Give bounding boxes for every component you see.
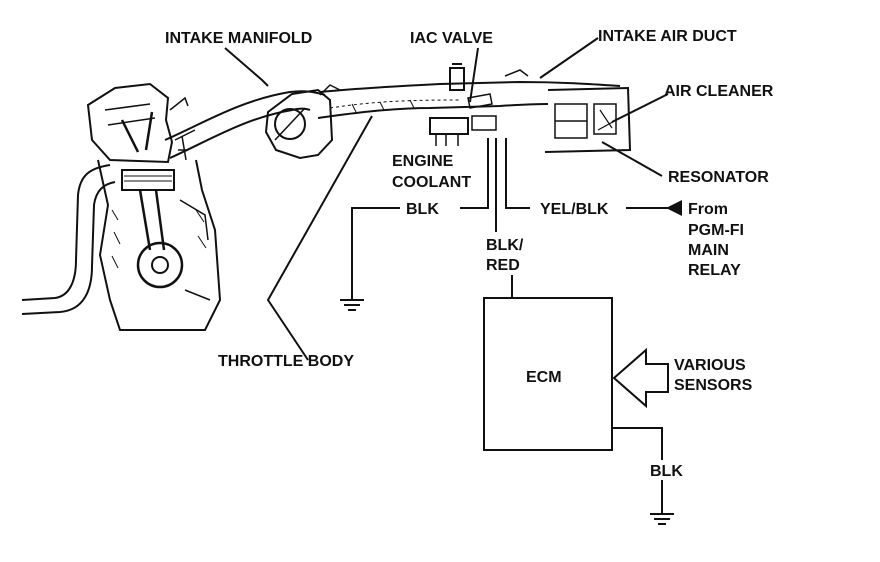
label-resonator: RESONATOR (668, 169, 769, 186)
ecm-box (483, 297, 613, 451)
ground-symbol-left (340, 299, 364, 311)
label-throttle-body: THROTTLE BODY (218, 353, 354, 370)
label-various-2: SENSORS (674, 377, 753, 394)
label-from-4: RELAY (688, 262, 741, 279)
various-sensors-arrow (612, 347, 669, 409)
ground-symbol-bottom (650, 513, 674, 525)
throttle-body-drawing (264, 84, 341, 160)
exhaust-pipe (21, 164, 116, 315)
relay-connector-arrow (666, 200, 682, 216)
label-wire-yel-blk: YEL/BLK (540, 201, 609, 218)
label-engine-coolant-1: ENGINE (392, 153, 454, 170)
leader-lines (224, 37, 669, 361)
intake-air-duct-drawing (317, 63, 621, 146)
label-from-1: From (688, 201, 728, 218)
label-ecm: ECM (526, 369, 562, 386)
label-engine-coolant-2: COOLANT (392, 174, 471, 191)
label-wire-blk-red-2: RED (486, 257, 520, 274)
label-various-1: VARIOUS (674, 357, 746, 374)
wiring (351, 138, 668, 514)
label-iac-valve: IAC VALVE (410, 30, 493, 47)
engine-drawing (86, 82, 222, 331)
label-from-2: PGM-FI (688, 222, 744, 239)
label-intake-air-duct: INTAKE AIR DUCT (598, 28, 737, 45)
label-from-3: MAIN (688, 242, 729, 259)
label-wire-blk-bottom: BLK (650, 463, 683, 480)
intake-manifold-drawing (164, 90, 326, 161)
label-air-cleaner: AIR CLEANER (664, 83, 774, 100)
label-wire-blk-left: BLK (406, 201, 439, 218)
label-intake-manifold: INTAKE MANIFOLD (165, 30, 312, 47)
label-wire-blk-red-1: BLK/ (486, 237, 524, 254)
